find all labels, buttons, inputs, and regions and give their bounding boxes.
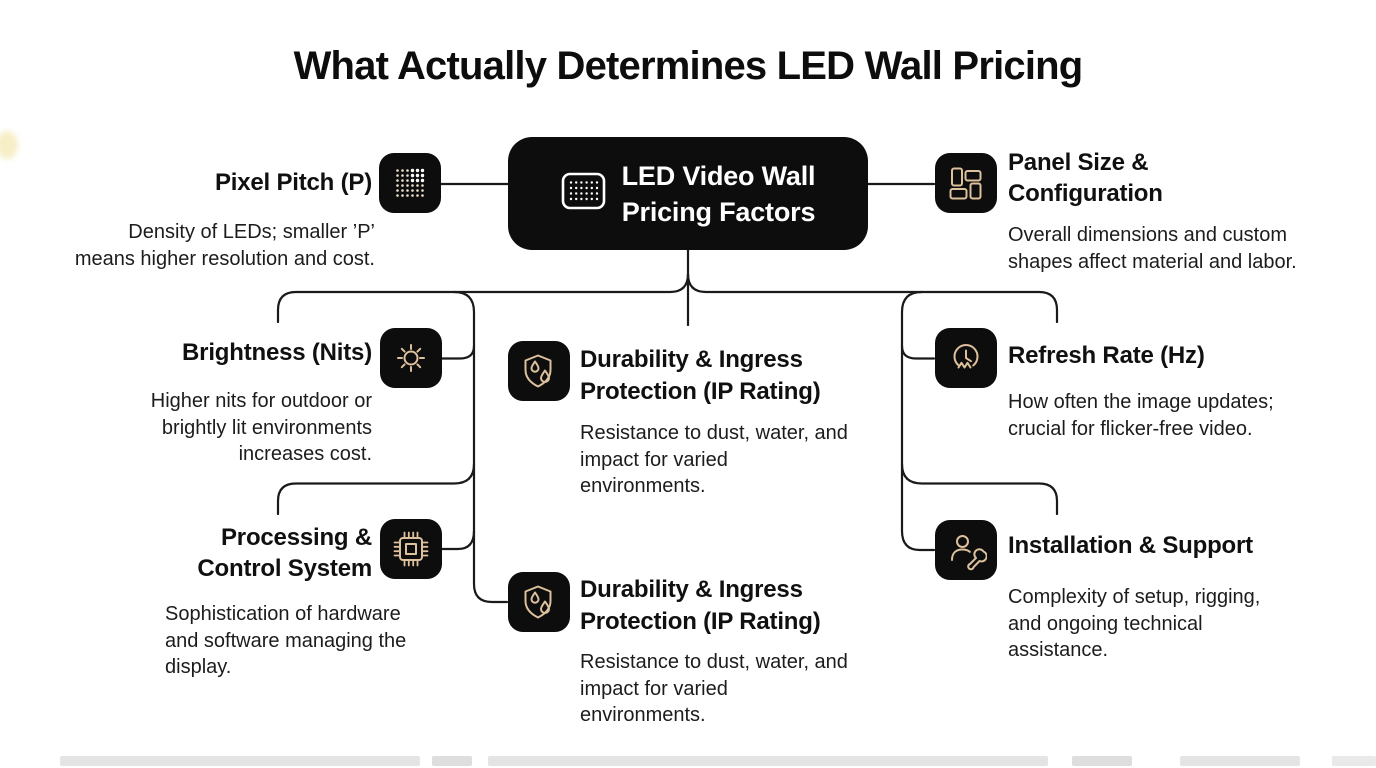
shield-droplets-icon [508, 572, 570, 632]
durability-ip-1-description: Resistance to dust, water, and impact fo… [580, 422, 848, 497]
processing-control-title: Processing & Control System [197, 524, 372, 582]
shield-droplets-icon [508, 341, 570, 401]
bottom-strip-segment [432, 756, 472, 766]
installation-support-title: Installation & Support [1008, 532, 1253, 559]
chip-icon [380, 519, 442, 579]
panel-size-description: Overall dimensions and custom shapes aff… [1008, 224, 1297, 273]
installation-support-description: Complexity of setup, rigging, and ongoin… [1008, 586, 1261, 661]
bottom-strip-segment [1332, 756, 1376, 766]
center-node-label: LED Video Wall Pricing Factors [621, 160, 816, 227]
bottom-strip-segment [1072, 756, 1132, 766]
durability-ip-2-title: Durability & Ingress Protection (IP Rati… [580, 576, 821, 635]
edge-smudge-artifact [0, 131, 18, 159]
panel-layout-icon [935, 153, 997, 213]
clock-wave-icon [935, 328, 997, 388]
refresh-rate-description: How often the image updates; crucial for… [1008, 391, 1274, 440]
brightness-title: Brightness (Nits) [182, 339, 372, 366]
bottom-strip-segment [488, 756, 1048, 766]
person-wrench-icon [935, 520, 997, 580]
center-node-led-pricing-factors: LED Video Wall Pricing Factors [508, 137, 868, 250]
led-screen-icon [561, 172, 607, 215]
brightness-description: Higher nits for outdoor or brightly lit … [150, 390, 372, 465]
bottom-strip-segment [60, 756, 420, 766]
page-title: What Actually Determines LED Wall Pricin… [293, 44, 1084, 88]
pixel-pitch-title: Pixel Pitch (P) [214, 169, 372, 196]
sun-icon [380, 328, 442, 388]
panel-size-title: Panel Size & Configuration [1008, 149, 1163, 207]
refresh-rate-title: Refresh Rate (Hz) [1008, 342, 1205, 369]
durability-ip-2-description: Resistance to dust, water, and impact fo… [580, 651, 848, 726]
pixel-grid-icon [379, 153, 441, 213]
durability-ip-1-title: Durability & Ingress Protection (IP Rati… [580, 346, 821, 405]
pixel-pitch-description: Density of LEDs; smaller ’P’ means highe… [74, 221, 375, 270]
processing-control-description: Sophistication of hardware and software … [165, 603, 407, 678]
bottom-strip-segment [1180, 756, 1300, 766]
